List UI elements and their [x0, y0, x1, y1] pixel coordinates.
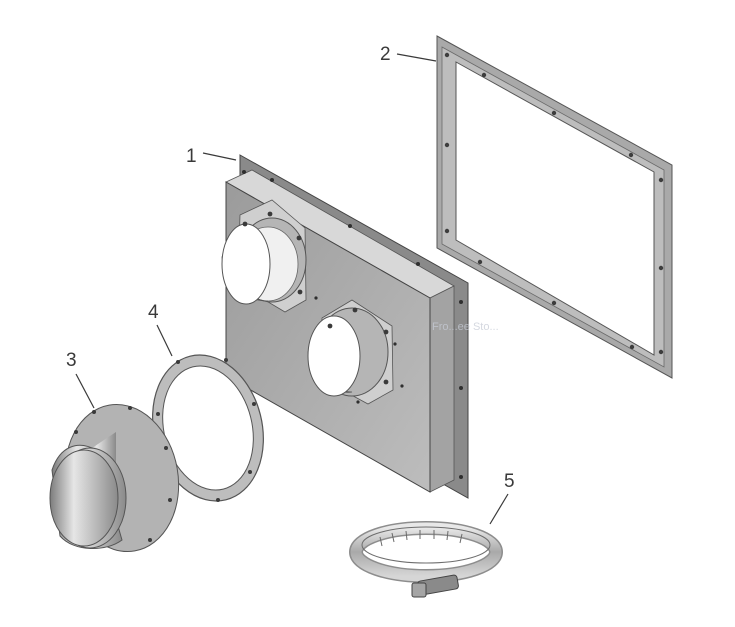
callout-label-4: 4 [148, 302, 159, 323]
callout-1: 1 [186, 146, 237, 167]
callout-5: 5 [489, 471, 515, 525]
leader-line-3 [75, 373, 95, 409]
upper-collar [221, 199, 307, 313]
callout-label-2: 2 [380, 44, 391, 65]
hose-clamp-part-5 [349, 521, 503, 598]
callout-label-5: 5 [504, 471, 515, 492]
leader-line-4 [156, 324, 173, 357]
callout-2: 2 [380, 44, 437, 65]
watermark: Fro...ee Sto... [432, 321, 499, 333]
leader-line-1 [202, 152, 237, 161]
callout-label-3: 3 [66, 350, 77, 371]
leader-line-2 [396, 53, 437, 62]
flanged-collar-part-3 [49, 403, 180, 553]
mounting-plate-part-1: Fro...ee Sto... [221, 154, 499, 499]
callout-label-1: 1 [186, 146, 197, 167]
callout-4: 4 [148, 302, 173, 357]
ring-gasket-part-4 [152, 354, 264, 502]
gasket-frame-part-2 [436, 35, 673, 379]
lower-collar [307, 299, 394, 405]
leader-line-5 [489, 493, 509, 525]
callout-3: 3 [66, 350, 95, 409]
